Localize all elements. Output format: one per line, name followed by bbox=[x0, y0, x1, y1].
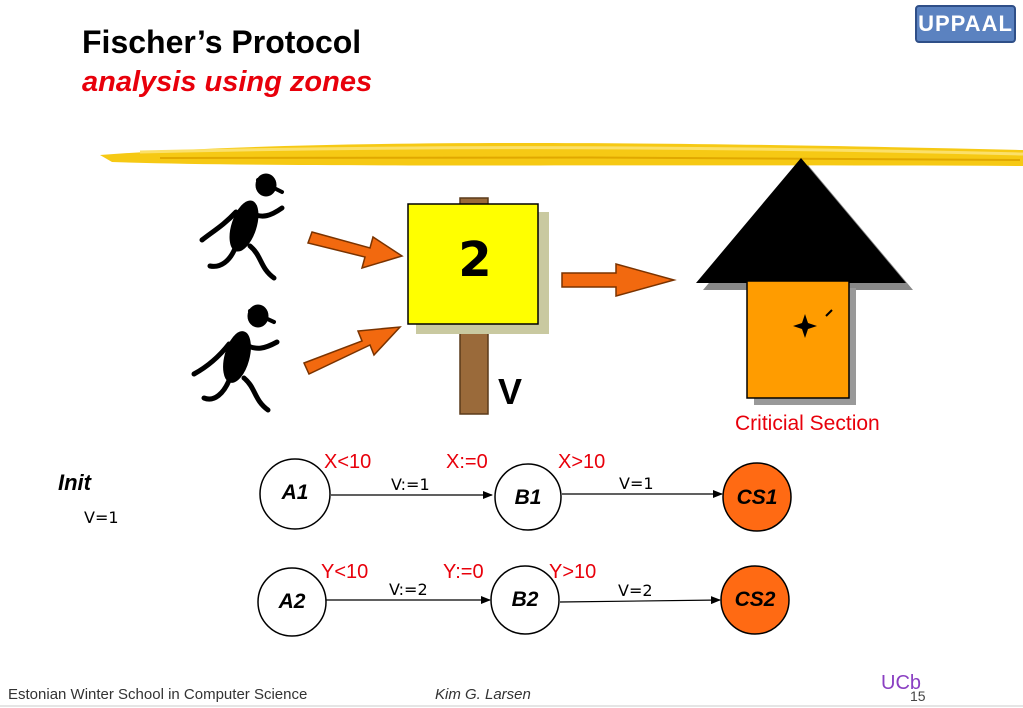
guard-x-lt-10: X<10 bbox=[324, 451, 372, 473]
state-a2 bbox=[257, 567, 327, 637]
slide-title: Fischer’s Protocol bbox=[82, 24, 362, 60]
orange-arrow-sign-to-house bbox=[561, 263, 677, 297]
orange-arrow-runner1-to-sign bbox=[307, 231, 404, 270]
assign-v-2: V:=2 bbox=[389, 580, 428, 599]
edge-b2-cs2 bbox=[559, 596, 721, 605]
sign-number: 2 bbox=[458, 232, 492, 288]
init-value: V=1 bbox=[84, 508, 119, 527]
state-cs2 bbox=[720, 565, 790, 635]
footer-school-name: Estonian Winter School in Computer Scien… bbox=[8, 686, 308, 703]
orange-arrow-runner2-to-sign bbox=[302, 326, 402, 376]
state-b1 bbox=[494, 463, 562, 531]
reset-y-0: Y:=0 bbox=[443, 561, 484, 583]
critical-section-house bbox=[696, 158, 913, 405]
footer-divider bbox=[0, 705, 1023, 707]
ucb-logo: UCb bbox=[881, 672, 922, 694]
assign-v-1: V:=1 bbox=[391, 475, 430, 494]
state-cs1 bbox=[722, 462, 792, 532]
runner-figure-2 bbox=[191, 304, 280, 413]
init-label: Init bbox=[58, 470, 91, 495]
uppaal-logo: UPPAAL bbox=[915, 5, 1016, 43]
variable-v-label: V bbox=[498, 371, 523, 412]
signpost bbox=[407, 197, 549, 415]
guard-y-lt-10: Y<10 bbox=[321, 561, 369, 583]
reset-x-0: X:=0 bbox=[446, 451, 488, 473]
check-v-1: V=1 bbox=[619, 474, 654, 493]
critical-section-label: Criticial Section bbox=[735, 412, 880, 435]
state-label-b1: B1 bbox=[514, 486, 542, 509]
footer-author: Kim G. Larsen bbox=[435, 686, 531, 703]
guard-y-gt-10: Y>10 bbox=[549, 561, 597, 583]
state-label-a1: A1 bbox=[281, 481, 309, 504]
state-a1 bbox=[259, 458, 331, 530]
runner-figure-1 bbox=[199, 173, 285, 281]
state-label-cs1: CS1 bbox=[736, 486, 778, 509]
slide-subtitle: analysis using zones bbox=[82, 66, 373, 98]
check-v-2: V=2 bbox=[618, 581, 653, 600]
state-label-b2: B2 bbox=[511, 588, 539, 611]
state-label-a2: A2 bbox=[278, 590, 306, 613]
state-b2 bbox=[490, 565, 560, 635]
state-label-cs2: CS2 bbox=[734, 588, 776, 611]
page-number: 15 bbox=[910, 688, 926, 704]
guard-x-gt-10: X>10 bbox=[558, 451, 606, 473]
yellow-underline-stroke bbox=[100, 143, 1023, 166]
